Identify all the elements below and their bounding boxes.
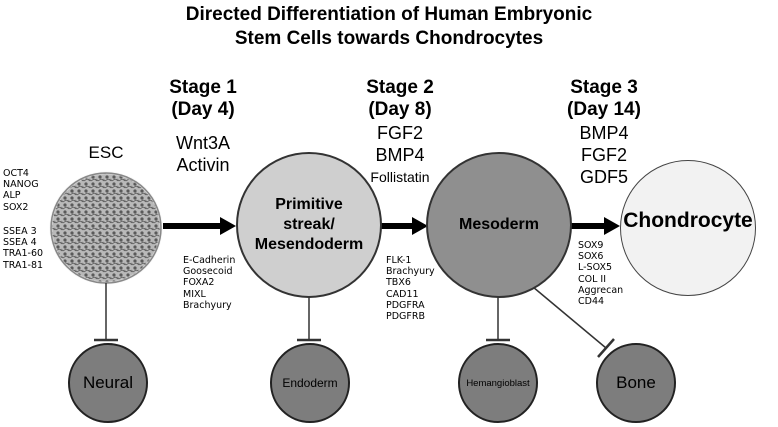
marker-item: ALP: [3, 190, 21, 202]
endoderm-node: Endoderm: [270, 343, 350, 423]
marker-item: Brachyury: [386, 266, 435, 278]
stage-3-factor: FGF2: [580, 145, 627, 165]
marker-item: MIXL: [183, 288, 206, 300]
marker-item: SOX6: [578, 251, 604, 263]
mesendoderm-markers: E-Cadherin Goosecoid FOXA2 MIXL Brachyur…: [183, 255, 263, 311]
stage-2-factor: FGF2: [376, 123, 423, 143]
marker-item: SSEA 4: [3, 237, 37, 249]
mesoderm-markers: FLK-1 Brachyury TBX6 CAD11 PDGFRA PDGFRB: [386, 255, 456, 322]
esc-label: ESC: [88, 143, 124, 162]
stage-2-factor: BMP4: [375, 145, 425, 165]
marker-item: TBX6: [386, 277, 411, 289]
stage-3-factors: BMP4 FGF2 GDF5: [544, 122, 664, 188]
marker-item: E-Cadherin: [183, 255, 236, 266]
bone-label: Bone: [616, 373, 656, 392]
hemangioblast-node: Hemangioblast: [458, 343, 538, 423]
stage-1-factor: Activin: [176, 155, 230, 175]
chondrocyte-markers: SOX9 SOX6 L-SOX5 COL II Aggrecan CD44: [578, 240, 640, 307]
stage-3-header: Stage 3 (Day 14): [544, 77, 664, 121]
mesendoderm-node: Primitive streak/ Mesendoderm: [236, 152, 382, 298]
marker-item: SOX9: [578, 240, 604, 251]
title-line-2: Stem Cells towards Chondrocytes: [234, 28, 544, 49]
stage-2-factors: FGF2 BMP4 Follistatin: [340, 122, 460, 188]
chondrocyte-label: Chondrocyte: [623, 209, 753, 232]
inhibit-line-hemangioblast: [486, 297, 510, 342]
marker-item: Aggrecan: [578, 284, 624, 296]
stage-3-name: Stage 3: [570, 77, 638, 98]
marker-item: PDGFRA: [386, 299, 425, 311]
marker-item: Goosecoid: [183, 266, 233, 278]
mesoderm-label: Mesoderm: [458, 216, 540, 233]
mesendoderm-label-line: Primitive: [275, 196, 343, 213]
stage-1-name: Stage 1: [169, 77, 237, 98]
marker-item: CAD11: [386, 288, 419, 300]
stage-1-factors: Wnt3A Activin: [148, 132, 258, 176]
bone-node: Bone: [596, 343, 676, 423]
stage-1-header: Stage 1 (Day 4): [148, 77, 258, 121]
hemangioblast-label: Hemangioblast: [466, 377, 530, 389]
marker-item: COL II: [578, 273, 607, 285]
marker-item: CD44: [578, 296, 605, 308]
stage-2-header: Stage 2 (Day 8): [340, 77, 460, 121]
neural-node: Neural: [68, 343, 148, 423]
stage-2-name: Stage 2: [366, 77, 434, 98]
stage-3-day: (Day 14): [567, 99, 641, 120]
arrow-mesendoderm-to-mesoderm: [376, 217, 428, 235]
inhibit-line-endoderm: [297, 297, 321, 342]
stage-2-small-factor: Follistatin: [370, 169, 430, 185]
arrow-esc-to-mesendoderm: [163, 217, 236, 235]
marker-item: NANOG: [3, 179, 39, 191]
esc-colony-image: [49, 171, 163, 285]
marker-item: FLK-1: [386, 255, 412, 266]
marker-item: Brachyury: [183, 299, 232, 311]
diagram-title: Directed Differentiation of Human Embryo…: [0, 3, 778, 51]
marker-item: PDGFRB: [386, 311, 425, 323]
neural-label: Neural: [82, 373, 134, 392]
mesoderm-node: Mesoderm: [426, 152, 572, 298]
arrow-mesoderm-to-chondrocyte: [568, 217, 620, 235]
marker-item: L-SOX5: [578, 262, 613, 274]
stage-1-factor: Wnt3A: [175, 133, 231, 153]
stage-3-factor: BMP4: [579, 123, 629, 143]
inhibit-line-bone: [532, 286, 615, 358]
marker-item: SSEA 3: [3, 226, 37, 237]
marker-item: TRA1-60: [3, 248, 44, 260]
stage-3-factor: GDF5: [579, 167, 628, 187]
marker-item: FOXA2: [183, 277, 215, 289]
marker-item: SOX2: [3, 201, 29, 213]
marker-item: OCT4: [3, 168, 29, 179]
mesendoderm-label-line: streak/: [283, 216, 335, 233]
marker-item: TRA1-81: [3, 259, 44, 271]
stage-2-day: (Day 8): [368, 99, 432, 120]
stage-1-day: (Day 4): [171, 99, 235, 120]
title-line-1: Directed Differentiation of Human Embryo…: [185, 4, 593, 25]
esc-markers-b: SSEA 3 SSEA 4 TRA1-60 TRA1-81: [3, 226, 63, 271]
inhibit-line-neural: [94, 283, 118, 342]
mesendoderm-label-line: Mesendoderm: [254, 236, 364, 253]
esc-markers-a: OCT4 NANOG ALP SOX2: [3, 168, 63, 213]
endoderm-label: Endoderm: [282, 376, 338, 390]
chondrocyte-node: Chondrocyte: [620, 160, 756, 296]
